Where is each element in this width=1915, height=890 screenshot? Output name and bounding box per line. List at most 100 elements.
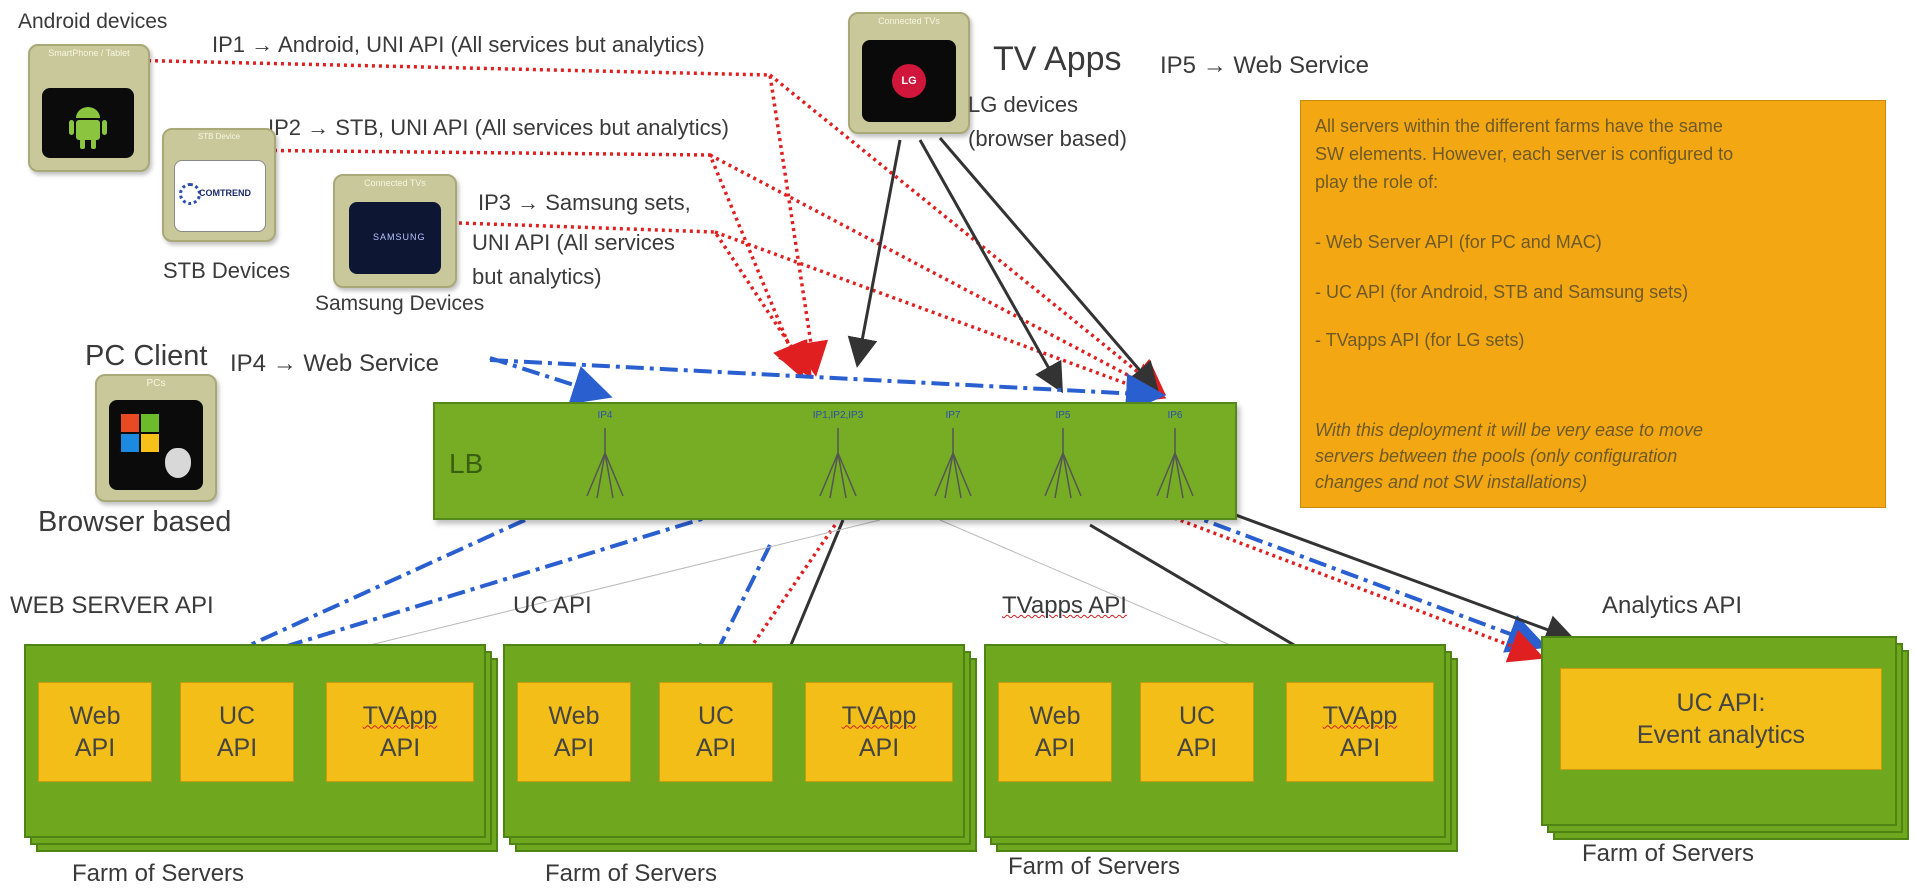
farm-footer: Farm of Servers [545,860,718,887]
note-line: - TVapps API (for LG sets) [1315,330,1525,350]
ip3-label-line1: IP3 → Samsung sets, [478,190,691,215]
samsung-caption: Connected TVs [364,178,426,188]
api-box-line: API [1176,734,1218,762]
deployment-note: All servers within the different farms h… [1300,100,1886,508]
api-box: UC API [659,682,773,782]
samsung-device: Connected TVs SAMSUNG [333,174,457,288]
pc-device: PCs [95,374,217,502]
pc-caption: PCs [146,378,166,389]
note-line: All servers within the different farms h… [1315,116,1723,136]
note-line: SW elements. However, each server is con… [1315,144,1734,164]
api-box-line: UC [697,701,735,730]
note-line: - Web Server API (for PC and MAC) [1315,232,1602,252]
lb-label: LB [449,448,484,479]
samsung-brand: SAMSUNG [373,232,426,242]
api-box-line: API [553,734,595,762]
farm-footer: Farm of Servers [72,860,245,887]
lb-port: IP1,IP2,IP3 [798,408,878,508]
lg-screen: LG [862,40,956,122]
lg-logo-icon: LG [892,64,926,98]
lg-devices-subtitle: (browser based) [968,126,1127,151]
api-box-line: Web [1029,701,1081,730]
ip3-red-links [374,218,1167,403]
lg-brand: LG [901,75,917,87]
lb-port-label: IP7 [945,410,961,421]
api-box-line: API [695,734,737,762]
api-box-line: API [379,734,421,762]
api-box-line: API [1034,734,1076,762]
api-box: UC API [1140,682,1254,782]
stb-brand: COMTREND [199,188,251,198]
ip5-label: IP5 → Web Service [1160,52,1369,79]
lb-port: IP7 [913,408,993,508]
ip3-label-line3: but analytics) [472,264,602,289]
farm-title: TVapps API [1002,592,1127,620]
api-box-line: Web [69,701,121,730]
android-robot-icon [69,107,107,149]
lb-port: IP4 [565,408,645,508]
api-box-line: UC [218,701,256,730]
farm-title: UC API [513,592,592,619]
api-box-line: API [1339,734,1381,762]
note-line: play the role of: [1315,172,1439,192]
lg-caption: Connected TVs [878,16,940,26]
ip3-label-line2: UNI API (All services [472,230,675,255]
samsung-screen: SAMSUNG [349,202,441,274]
android-caption: SmartPhone / Tablet [48,48,130,58]
lg-devices-title: LG devices [968,92,1079,117]
lb-port-label: IP5 [1055,410,1071,421]
pc-client-title: PC Client [85,340,208,372]
ip4-blue-links [489,356,1166,414]
fan-out-icon [1044,428,1082,499]
windows-logo-icon [121,414,161,454]
api-box-line: API [74,734,116,762]
ip1-red-links [119,58,1166,395]
api-box-line: TVApp [841,701,917,730]
api-box-line: API [858,734,900,762]
analytics-footer: Farm of Servers [1582,840,1755,867]
fan-out-icon [586,428,624,499]
fan-out-icon [819,428,857,499]
stb-caption: STB Device [197,132,241,141]
analytics-box-line1: UC API: [1676,688,1766,717]
android-devices-title: Android devices [18,10,168,33]
android-screen [42,88,134,158]
api-box: UC API [180,682,294,782]
ip1-label: IP1 → Android, UNI API (All services but… [212,32,705,57]
analytics-box-line2: Event analytics [1636,721,1806,749]
ip2-label: IP2 → STB, UNI API (All services but ana… [268,115,729,140]
analytics-api-box: UC API: Event analytics [1560,668,1882,770]
note-line: - UC API (for Android, STB and Samsung s… [1315,282,1689,302]
api-box-line: Web [548,701,600,730]
tv-apps-title: TV Apps [993,40,1122,78]
api-box-line: API [216,734,258,762]
android-device: SmartPhone / Tablet [28,44,150,172]
note-italic-line: servers between the pools (only configur… [1315,446,1678,466]
samsung-devices-title: Samsung Devices [315,292,485,315]
apple-logo-icon [165,448,191,478]
lb-port-label: IP1,IP2,IP3 [812,410,864,421]
ip2-red-links [224,148,1167,396]
fan-out-icon [934,428,972,499]
api-box-line: TVApp [1322,701,1398,730]
farm-title-text: TVapps API [1002,592,1127,619]
ip4-label: IP4 → Web Service [230,350,439,377]
note-italic-line: With this deployment it will be very eas… [1315,420,1704,440]
stb-devices-title: STB Devices [163,258,291,283]
api-box-line: UC [1178,701,1216,730]
stb-screen: COMTREND [174,160,266,232]
lb-port-label: IP6 [1167,410,1183,421]
comtrend-logo-icon [179,183,201,205]
pc-screen [109,400,203,490]
api-box-line: TVApp [362,701,438,730]
lb-port: IP5 [1023,408,1103,508]
note-italic-line: changes and not SW installations) [1315,472,1588,492]
fan-out-icon [1156,428,1194,499]
lg-dark-links [847,137,1159,394]
